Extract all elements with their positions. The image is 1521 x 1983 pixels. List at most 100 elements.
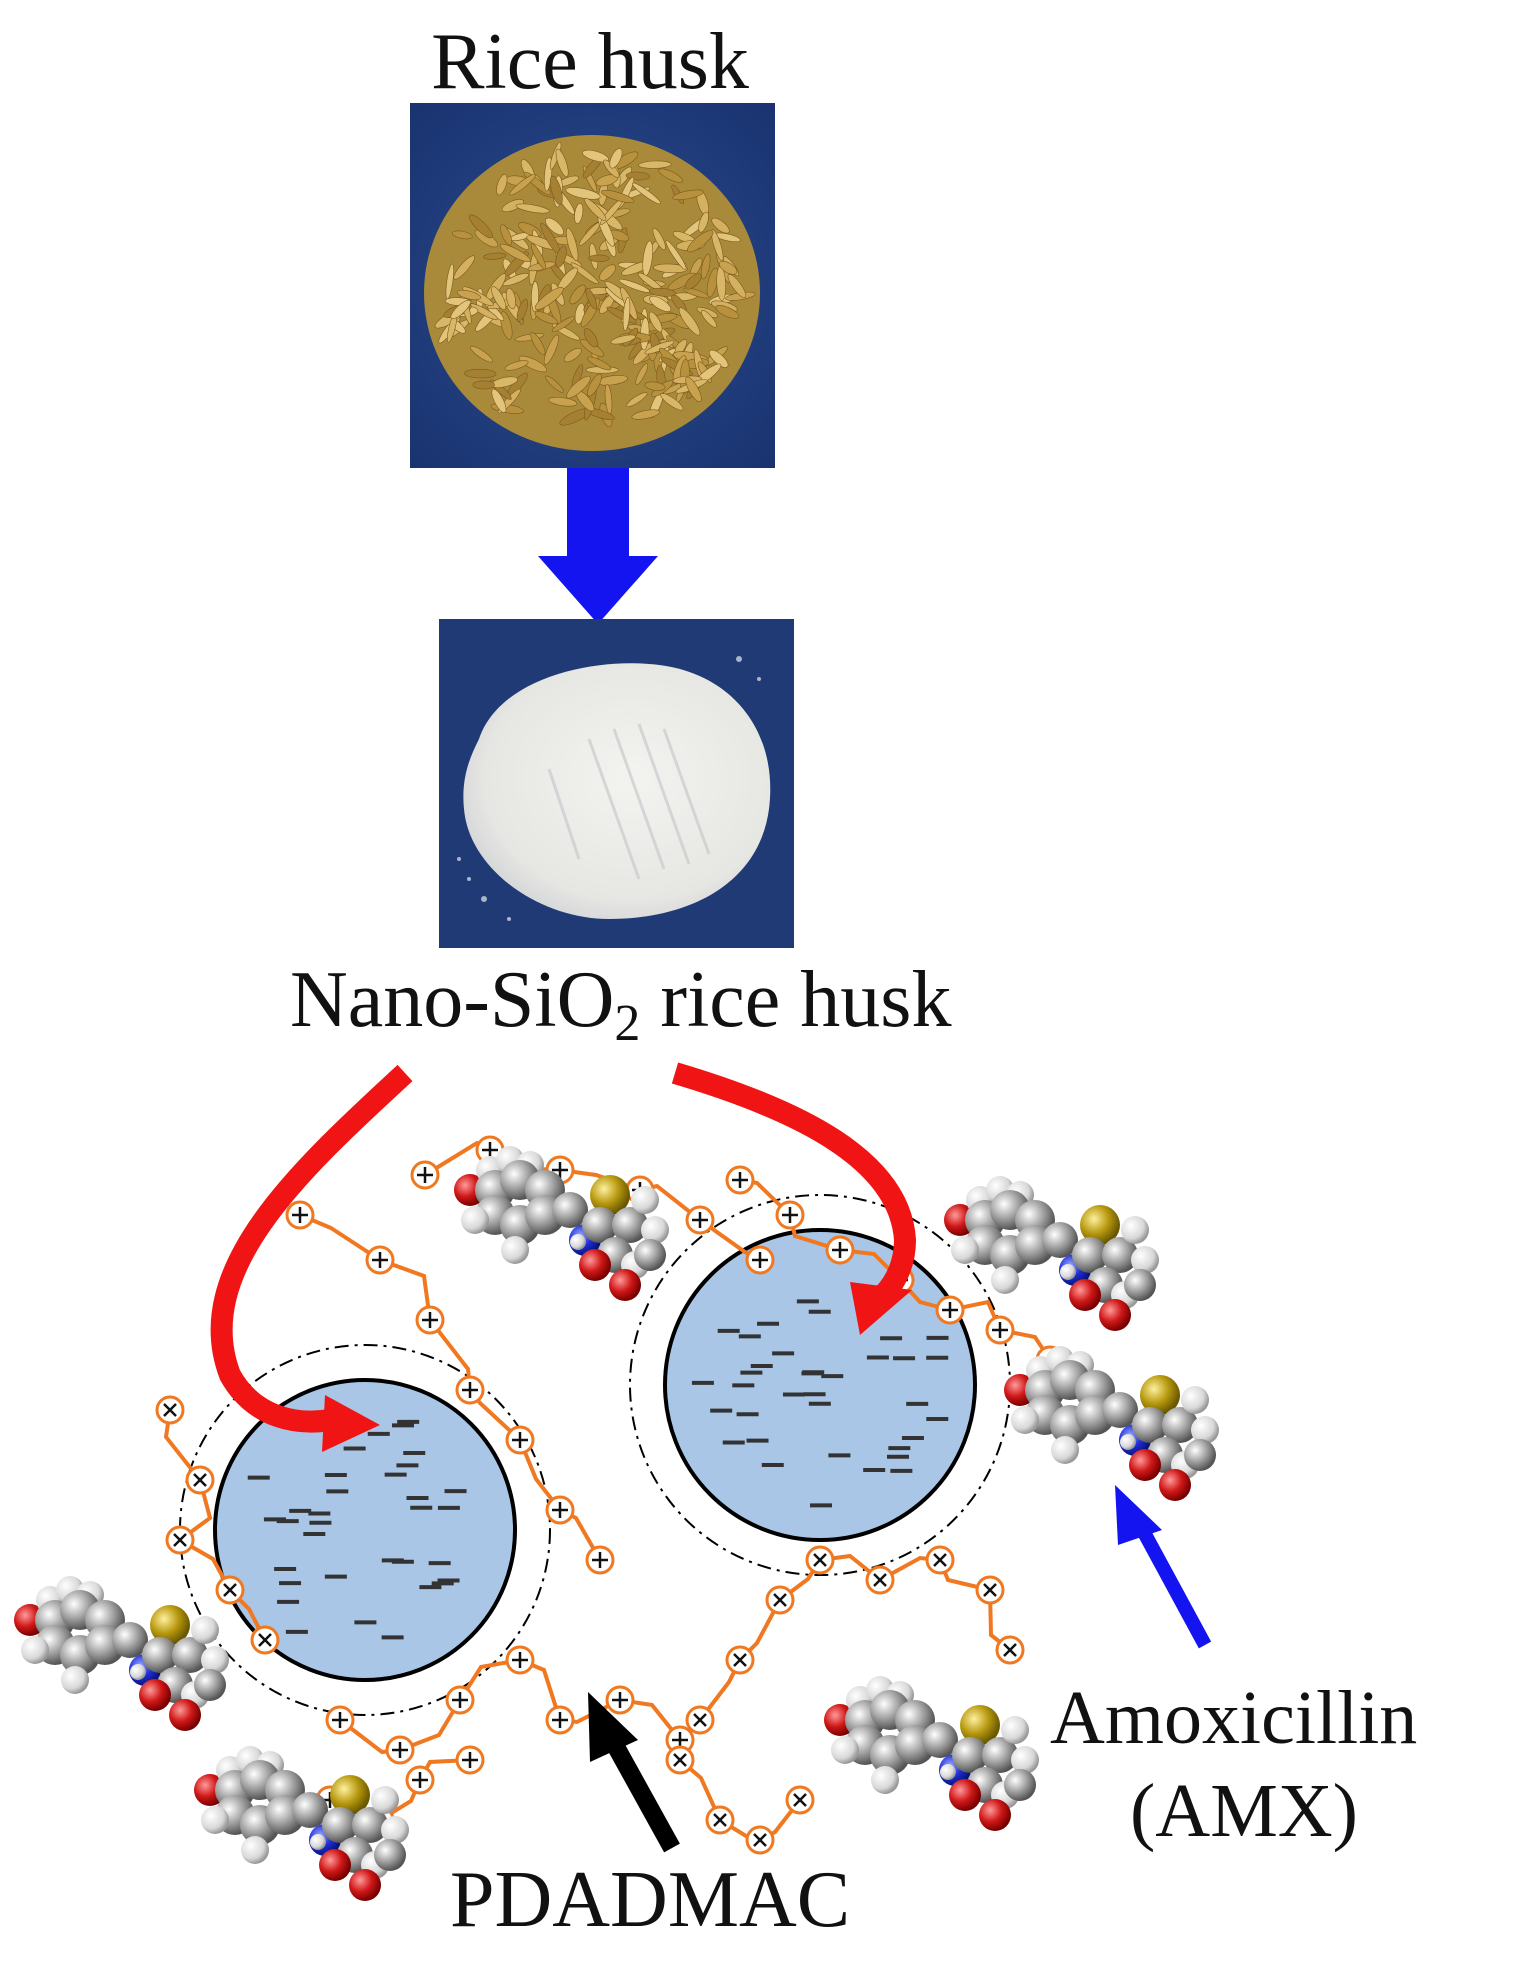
circled-plus bbox=[285, 1200, 315, 1230]
circled-plus bbox=[250, 1625, 280, 1655]
husk-grain bbox=[715, 305, 740, 319]
circled-plus bbox=[865, 1565, 895, 1595]
husk-grain bbox=[530, 243, 547, 270]
husk-grain bbox=[698, 211, 709, 233]
husk-grain bbox=[622, 297, 631, 331]
circled-plus bbox=[505, 1645, 535, 1675]
husk-grain bbox=[464, 368, 497, 379]
husk-grain bbox=[574, 203, 584, 224]
husk-grain bbox=[583, 328, 598, 348]
nano-silica-photo bbox=[439, 619, 794, 948]
husk-grain bbox=[566, 227, 579, 262]
circled-plus bbox=[685, 1205, 715, 1235]
circled-plus bbox=[455, 1745, 485, 1775]
husk-grain bbox=[530, 332, 546, 356]
circled-plus bbox=[585, 1545, 615, 1575]
husk-grain bbox=[451, 230, 473, 240]
husk-grain bbox=[665, 240, 687, 271]
husk-grain bbox=[644, 381, 666, 391]
husk-grain bbox=[456, 289, 482, 301]
circled-plus bbox=[545, 1705, 575, 1735]
husk-grain bbox=[585, 287, 598, 310]
husk-grain bbox=[631, 182, 661, 205]
circled-plus bbox=[825, 1235, 855, 1265]
circled-plus bbox=[165, 1525, 195, 1555]
circled-plus bbox=[185, 1465, 215, 1495]
husk-grain bbox=[548, 396, 578, 407]
husk-grain bbox=[505, 287, 516, 310]
husk-grain bbox=[496, 174, 508, 196]
husk-grain bbox=[545, 375, 564, 393]
husk-grain bbox=[711, 217, 730, 234]
husk-grain bbox=[565, 187, 601, 200]
husk-grain bbox=[450, 299, 471, 320]
husk-grain bbox=[515, 203, 550, 214]
husk-grain bbox=[587, 373, 602, 397]
husk-grain bbox=[584, 197, 607, 221]
circled-plus bbox=[805, 1545, 835, 1575]
circled-plus bbox=[215, 1575, 245, 1605]
husk-grain bbox=[501, 199, 525, 213]
rice-husk-title: Rice husk bbox=[431, 18, 749, 106]
circled-plus bbox=[385, 1735, 415, 1765]
black-arrow-icon bbox=[588, 1692, 680, 1853]
husk-grain bbox=[604, 383, 613, 415]
husk-grain bbox=[563, 347, 582, 363]
circled-plus bbox=[665, 1745, 695, 1775]
circled-plus bbox=[405, 1765, 435, 1795]
amx-molecule bbox=[194, 1746, 409, 1901]
husk-grain bbox=[555, 245, 567, 268]
circled-plus bbox=[410, 1160, 440, 1190]
circled-plus bbox=[745, 1825, 775, 1855]
nano-silica-image bbox=[439, 619, 794, 948]
silica-particle-left bbox=[213, 1378, 517, 1682]
husk-grain bbox=[502, 273, 530, 286]
down-arrow-icon bbox=[538, 468, 658, 624]
circled-plus bbox=[785, 1785, 815, 1815]
husk-grain bbox=[504, 360, 529, 371]
rice-husk-image bbox=[410, 103, 775, 468]
circled-plus bbox=[725, 1165, 755, 1195]
husk-grain bbox=[470, 345, 493, 363]
husk-grain bbox=[453, 255, 475, 280]
husk-grain bbox=[672, 189, 704, 200]
husk-grain bbox=[549, 175, 563, 205]
husk-grain bbox=[700, 309, 717, 328]
husk-grain bbox=[610, 334, 636, 345]
husk-grain bbox=[609, 148, 623, 169]
blue-arrow-icon bbox=[1115, 1485, 1212, 1649]
circled-plus bbox=[985, 1315, 1015, 1345]
husk-grain bbox=[509, 174, 536, 196]
husk-grain bbox=[491, 286, 507, 310]
circled-plus bbox=[155, 1395, 185, 1425]
husk-grain bbox=[638, 160, 672, 169]
husk-grain bbox=[652, 227, 666, 251]
circled-plus bbox=[775, 1200, 805, 1230]
husk-grain bbox=[588, 254, 610, 263]
pdadmac-label: PDADMAC bbox=[450, 1856, 851, 1944]
husk-grain bbox=[648, 287, 676, 297]
circled-plus bbox=[925, 1545, 955, 1575]
husk-grain bbox=[708, 349, 729, 368]
husk-grain bbox=[518, 355, 548, 373]
husk-grain bbox=[711, 229, 724, 261]
amx-molecule bbox=[1004, 1346, 1219, 1501]
circled-plus bbox=[365, 1245, 395, 1275]
husk-grain bbox=[534, 287, 564, 310]
circled-plus bbox=[725, 1645, 755, 1675]
husk-grain bbox=[678, 307, 701, 336]
amx-abbreviation-label: (AMX) bbox=[1130, 1769, 1358, 1853]
husk-grain bbox=[491, 388, 507, 413]
circled-plus bbox=[705, 1805, 735, 1835]
husk-grain bbox=[718, 260, 738, 275]
circled-plus bbox=[505, 1425, 535, 1455]
amx-molecule bbox=[944, 1176, 1159, 1331]
red-arrow-right-icon bbox=[671, 1062, 917, 1335]
husk-grain bbox=[543, 334, 559, 365]
husk-grain bbox=[500, 224, 512, 246]
husk-grain bbox=[472, 380, 495, 390]
husk-grain bbox=[551, 316, 575, 333]
husk-grain bbox=[483, 252, 507, 260]
